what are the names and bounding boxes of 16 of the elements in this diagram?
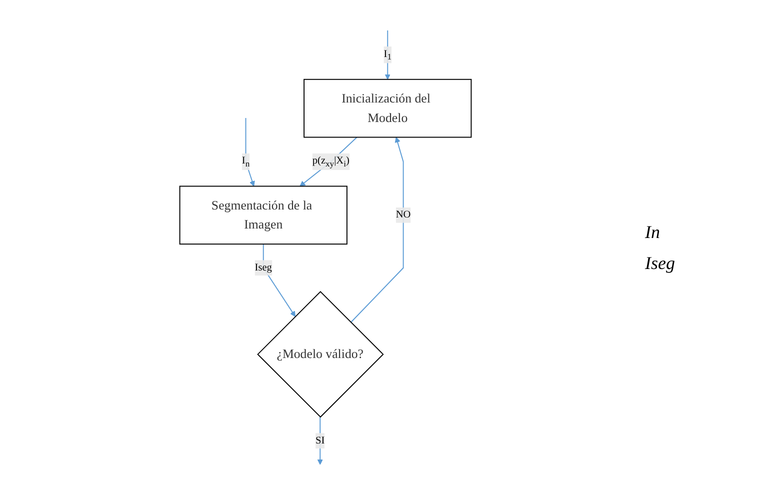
arrow	[262, 244, 296, 317]
arrow	[350, 137, 404, 323]
arrow	[300, 136, 358, 186]
edge-label: Iseg	[254, 262, 272, 274]
signal-label: Iseg	[645, 252, 676, 274]
arrow	[384, 30, 390, 80]
node-diamond: ¿Modelo válido?	[257, 290, 384, 418]
edge-label: I$_{n}$	[242, 155, 250, 168]
edge-label: NO	[396, 209, 411, 220]
edge-label: p(z$_{xy}$|X$_{i}$)	[312, 155, 350, 168]
arrow	[245, 117, 255, 186]
node-box: Segmentación de la Imagen	[179, 186, 348, 245]
edge-label: I$_{1}$	[384, 48, 392, 62]
node-box: Inicialización del Modelo	[304, 78, 472, 138]
signal-label: In	[645, 222, 661, 242]
edge-label: SI	[316, 435, 325, 446]
